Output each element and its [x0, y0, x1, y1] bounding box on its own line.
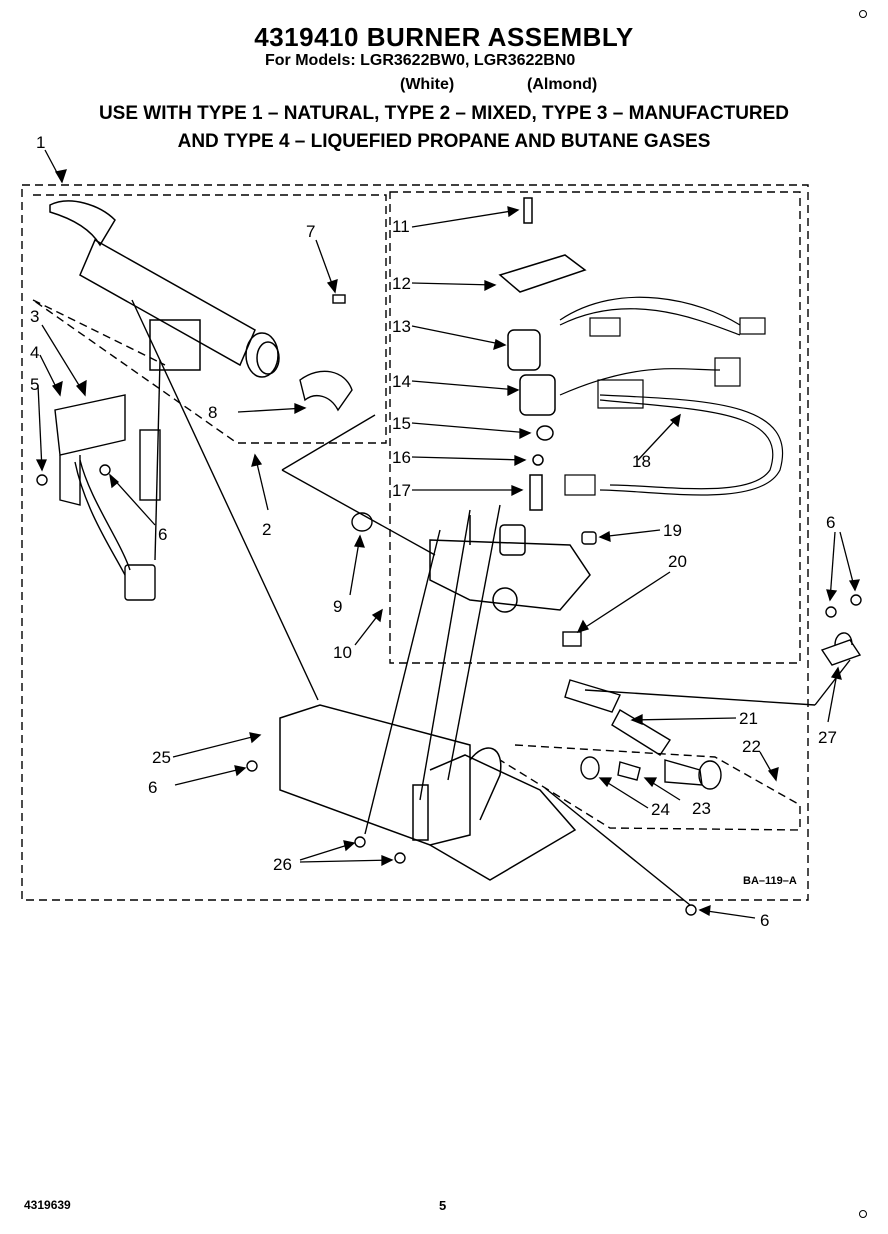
- page-number: 5: [439, 1198, 447, 1213]
- models-line: For Models: LGR3622BW0, LGR3622BN0: [265, 52, 576, 69]
- callout-3: 3: [30, 307, 39, 326]
- drawing-code: BA–119–A: [743, 875, 797, 887]
- burner-base-bracket: [279, 704, 577, 881]
- callout-8: 8: [208, 403, 217, 422]
- callout-26: 26: [273, 855, 292, 874]
- page-title: 4319410 BURNER ASSEMBLY: [254, 22, 634, 52]
- callout-2: 2: [262, 520, 271, 539]
- gas-types-line-2: AND TYPE 4 – LIQUEFIED PROPANE AND BUTAN…: [177, 131, 711, 152]
- callout-15: 15: [392, 414, 411, 433]
- callout-6-bracket: 6: [148, 778, 157, 797]
- corner-hole-top-right: [859, 10, 867, 18]
- callout-21: 21: [739, 709, 758, 728]
- callout-25: 25: [152, 748, 171, 767]
- screw-6-bracket: [246, 760, 258, 772]
- orifice-fitting: [664, 759, 703, 786]
- gas-valve: [429, 515, 591, 613]
- wire-harness: [559, 296, 783, 496]
- color-white-label: (White): [400, 76, 455, 93]
- fitting-23: [617, 761, 641, 781]
- callout-27: 27: [818, 728, 837, 747]
- callout-24: 24: [651, 800, 670, 819]
- screw-26-b: [394, 852, 406, 864]
- screw-26-a: [354, 836, 366, 848]
- burner-clamp: [299, 370, 353, 412]
- valve-group-boundary: [389, 191, 801, 664]
- callout-12: 12: [392, 274, 411, 293]
- assembly-boundary: [21, 184, 809, 901]
- valve-coils: [498, 197, 587, 511]
- screw-5: [36, 474, 48, 486]
- nut-24: [580, 756, 600, 780]
- callout-16: 16: [392, 448, 411, 467]
- color-almond-label: (Almond): [527, 76, 598, 93]
- callout-7: 7: [306, 222, 315, 241]
- part-9: [351, 512, 373, 532]
- document-number: 4319639: [24, 1198, 71, 1212]
- callout-17: 17: [392, 481, 411, 500]
- callout-10: 10: [333, 643, 352, 662]
- callout-6-right: 6: [826, 513, 835, 532]
- igniter-bracket: [54, 394, 161, 601]
- screw-11: [523, 197, 533, 224]
- screw-6-left: [99, 464, 111, 476]
- part-20: [562, 631, 582, 647]
- corner-hole-bottom-right: [859, 1210, 867, 1218]
- callout-5: 5: [30, 375, 39, 394]
- screw-6-bottom: [685, 904, 697, 916]
- gas-types-line-1: USE WITH TYPE 1 – NATURAL, TYPE 2 – MIXE…: [98, 103, 790, 124]
- screw-6-right-b: [850, 594, 862, 606]
- burner-tube-group-boundary: [32, 194, 387, 444]
- callout-1: 1: [36, 133, 45, 152]
- callout-19: 19: [663, 521, 682, 540]
- callout-20: 20: [668, 552, 687, 571]
- pipe-21b: [611, 709, 671, 756]
- callout-6-bottom: 6: [760, 911, 769, 930]
- pipe-clamp-27: [820, 632, 862, 666]
- callout-11: 11: [392, 217, 410, 236]
- callout-9: 9: [333, 597, 342, 616]
- screw-6-right-a: [825, 606, 837, 618]
- screw-7: [332, 294, 346, 304]
- callout-23: 23: [692, 799, 711, 818]
- callout-22: 22: [742, 737, 761, 756]
- part-19: [581, 531, 597, 545]
- callout-14: 14: [392, 372, 411, 391]
- pipe-21a: [564, 679, 621, 713]
- callout-13: 13: [392, 317, 411, 336]
- callout-4: 4: [30, 343, 39, 362]
- callout-18: 18: [632, 452, 651, 471]
- callout-6-left: 6: [158, 525, 167, 544]
- burner-tube: [49, 200, 280, 378]
